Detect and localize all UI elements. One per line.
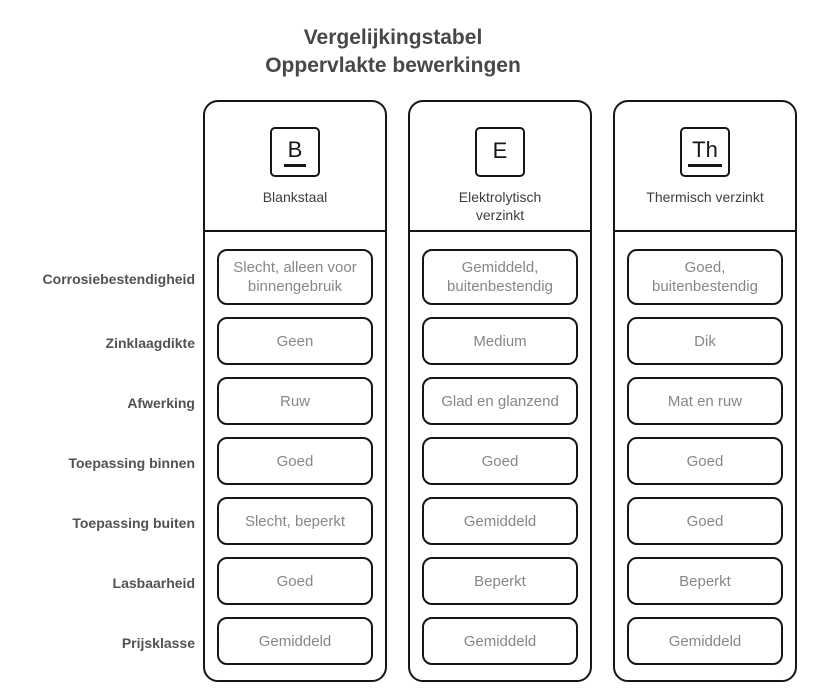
cell-afwerking: Mat en ruw <box>627 377 783 425</box>
card-title: Elektrolytisch verzinkt <box>458 189 542 223</box>
card-elektrolytisch-header: E Elektrolytisch verzinkt <box>410 102 590 232</box>
cell-lasbaarheid: Goed <box>217 557 373 605</box>
element-symbol-letter: E <box>492 138 508 163</box>
card-title: Thermisch verzinkt <box>646 189 764 205</box>
cell-corrosiebestendigheid: Slecht, alleen voor binnengebruik <box>217 249 373 305</box>
cell-prijsklasse: Gemiddeld <box>422 617 578 665</box>
cell-lasbaarheid: Beperkt <box>627 557 783 605</box>
cell-corrosiebestendigheid: Gemiddeld, buitenbestendig <box>422 249 578 305</box>
element-symbol-icon: E <box>475 127 525 177</box>
cell-afwerking: Glad en glanzend <box>422 377 578 425</box>
card-thermisch-header: Th Thermisch verzinkt <box>615 102 795 232</box>
cell-zinklaagdikte: Medium <box>422 317 578 365</box>
cell-toepassing-binnen: Goed <box>627 437 783 485</box>
cell-zinklaagdikte: Geen <box>217 317 373 365</box>
page-title-line2: Oppervlakte bewerkingen <box>265 54 521 77</box>
card-blankstaal: B Blankstaal Slecht, alleen voor binneng… <box>203 100 387 682</box>
element-symbol-letter: B <box>283 137 307 167</box>
card-thermisch-body: Goed, buitenbestendig Dik Mat en ruw Goe… <box>615 232 795 680</box>
cell-toepassing-binnen: Goed <box>422 437 578 485</box>
cell-prijsklasse: Gemiddeld <box>217 617 373 665</box>
card-blankstaal-body: Slecht, alleen voor binnengebruik Geen R… <box>205 232 385 680</box>
cell-toepassing-buiten: Goed <box>627 497 783 545</box>
cell-lasbaarheid: Beperkt <box>422 557 578 605</box>
cell-toepassing-buiten: Gemiddeld <box>422 497 578 545</box>
cell-afwerking: Ruw <box>217 377 373 425</box>
cell-prijsklasse: Gemiddeld <box>627 617 783 665</box>
card-blankstaal-header: B Blankstaal <box>205 102 385 232</box>
page-title-line1: Vergelijkingstabel <box>303 26 483 49</box>
card-title: Blankstaal <box>262 189 328 205</box>
row-label-lasbaarheid: Lasbaarheid <box>112 574 195 591</box>
cell-toepassing-buiten: Slecht, beperkt <box>217 497 373 545</box>
row-label-prijsklasse: Prijsklasse <box>121 634 195 651</box>
cell-zinklaagdikte: Dik <box>627 317 783 365</box>
card-thermisch-verzinkt: Th Thermisch verzinkt Goed, buitenbesten… <box>613 100 797 682</box>
card-elektrolytisch-body: Gemiddeld, buitenbestendig Medium Glad e… <box>410 232 590 680</box>
cell-corrosiebestendigheid: Goed, buitenbestendig <box>627 249 783 305</box>
row-label-corrosiebestendigheid: Corrosiebestendigheid <box>42 270 195 287</box>
cell-toepassing-binnen: Goed <box>217 437 373 485</box>
element-symbol-icon: B <box>270 127 320 177</box>
element-symbol-letter: Th <box>688 137 722 167</box>
element-symbol-icon: Th <box>680 127 730 177</box>
row-label-toepassing-buiten: Toepassing buiten <box>72 514 195 531</box>
row-label-toepassing-binnen: Toepassing binnen <box>68 454 195 471</box>
page-title: Vergelijkingstabel Oppervlakte bewerking… <box>0 24 786 80</box>
row-label-afwerking: Afwerking <box>127 394 195 411</box>
row-label-zinklaagdikte: Zinklaagdikte <box>105 334 195 351</box>
card-elektrolytisch-verzinkt: E Elektrolytisch verzinkt Gemiddeld, bui… <box>408 100 592 682</box>
